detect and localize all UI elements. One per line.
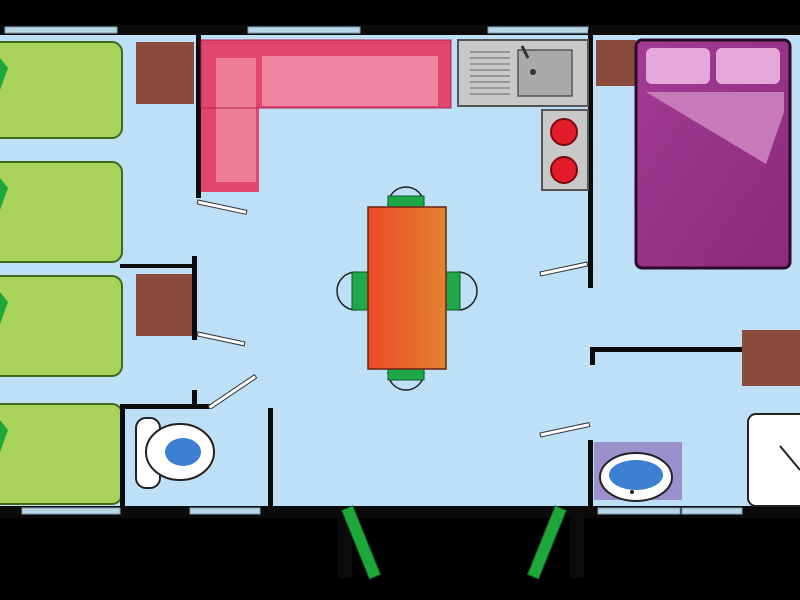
burner — [550, 156, 578, 184]
single-bed-icon — [0, 403, 123, 505]
l-sofa-icon — [200, 39, 452, 192]
wc-room — [125, 409, 268, 506]
entrance-door-icon — [338, 505, 382, 580]
single-bed-icon — [0, 161, 123, 263]
single-bed-icon — [0, 275, 123, 377]
entrance-doors — [338, 505, 584, 580]
wardrobe-icon — [136, 42, 194, 104]
window-bottom-wc — [189, 507, 261, 515]
entrance-door-icon — [526, 505, 584, 580]
washbasin-icon — [594, 442, 682, 502]
shower-icon — [747, 413, 800, 507]
window-top-left — [4, 26, 118, 34]
window-bottom-left — [21, 507, 121, 515]
wardrobe-icon — [596, 40, 636, 86]
window-top-right — [487, 26, 589, 34]
wardrobe-icon — [742, 330, 800, 386]
dining-table-icon — [367, 206, 447, 370]
hob-icon — [541, 109, 589, 191]
single-beds — [0, 41, 123, 505]
wardrobes — [136, 40, 800, 386]
window-bottom-right — [681, 507, 743, 515]
wardrobe-icon — [136, 274, 192, 336]
burner — [550, 118, 578, 146]
single-bed-icon — [0, 41, 123, 139]
dining-set — [336, 186, 478, 391]
window-top-middle — [247, 26, 361, 34]
toilet-icon — [135, 417, 215, 489]
interior-doors — [196, 199, 591, 438]
kitchen-sink-icon — [457, 39, 589, 107]
bunk-partitions — [120, 30, 742, 510]
window-bottom-bath — [597, 507, 681, 515]
double-bed-icon — [634, 38, 792, 270]
